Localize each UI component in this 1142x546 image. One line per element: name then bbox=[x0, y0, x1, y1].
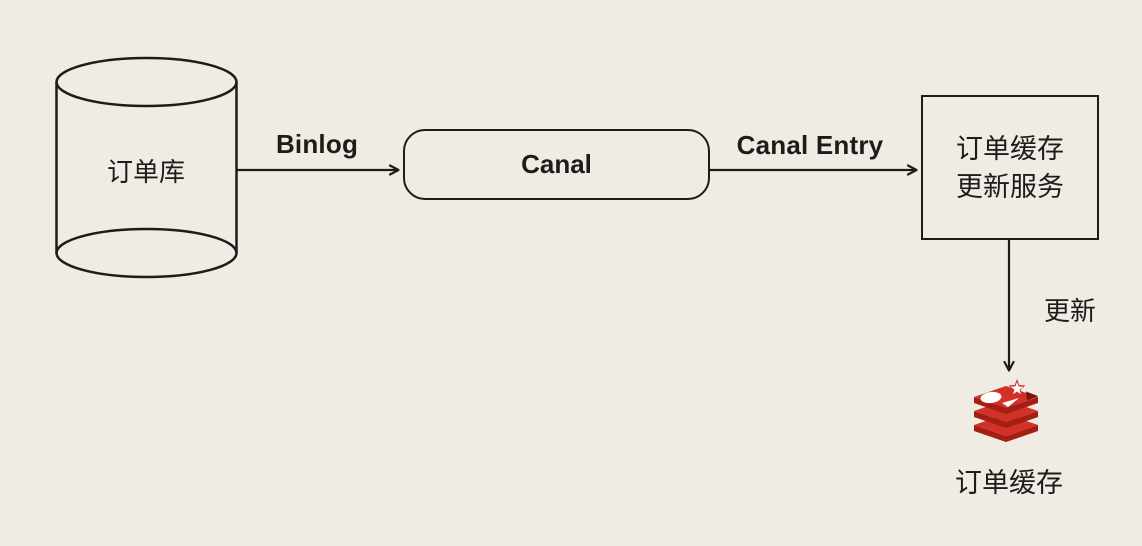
redis-icon-glyph bbox=[974, 379, 1038, 442]
canal-node: Canal bbox=[403, 129, 710, 200]
canal-node-label: Canal bbox=[521, 149, 592, 179]
edge-label-binlog: Binlog bbox=[275, 129, 359, 159]
service-node-label-line2: 更新服务 bbox=[956, 171, 1064, 202]
service-node: 订单缓存 更新服务 bbox=[921, 95, 1099, 240]
cache-node-label: 订单缓存 bbox=[955, 468, 1063, 498]
redis-icon bbox=[970, 378, 1042, 448]
service-node-label-line1: 订单缓存 bbox=[956, 133, 1064, 164]
database-node-label: 订单库 bbox=[106, 157, 185, 187]
edge-label-canal-entry: Canal Entry bbox=[736, 130, 884, 160]
edge-label-update: 更新 bbox=[1043, 296, 1096, 326]
